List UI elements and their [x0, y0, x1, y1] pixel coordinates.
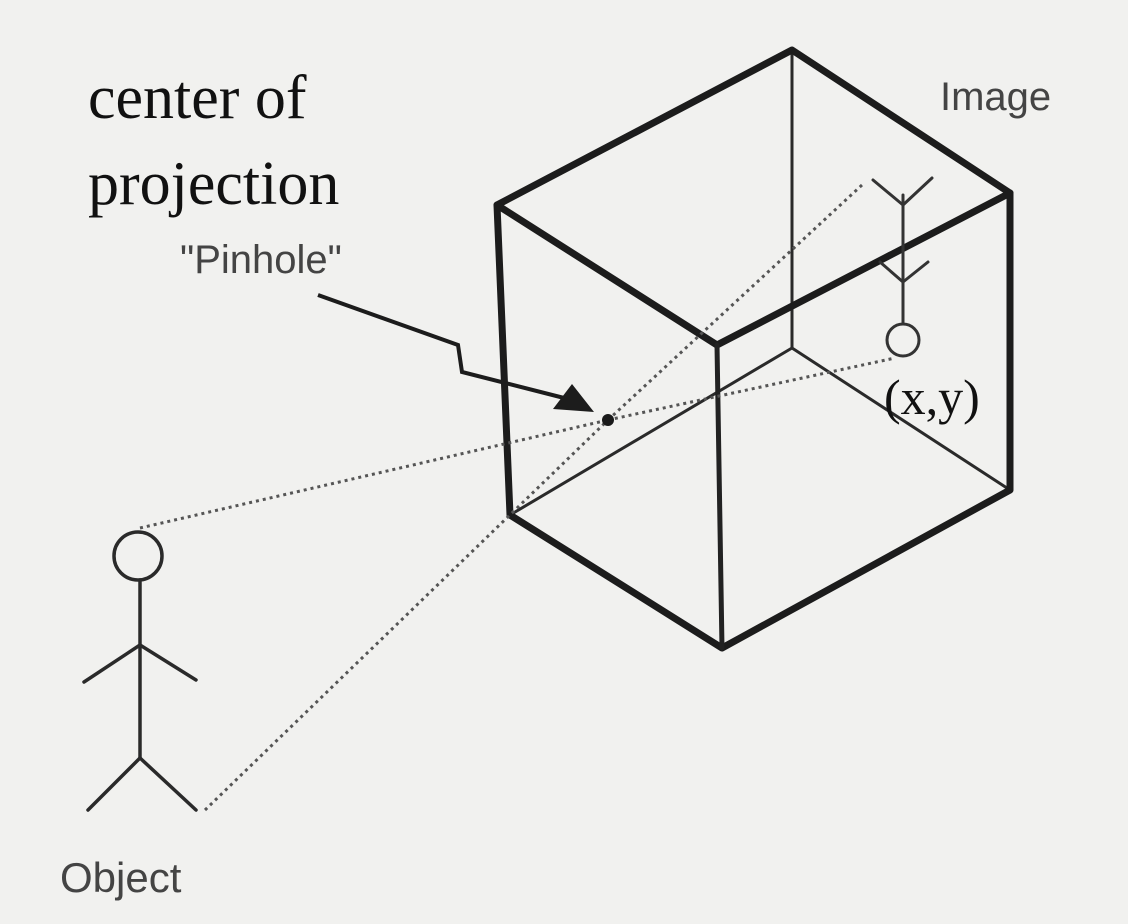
pinhole-arrow	[317, 293, 594, 412]
center-of-projection-label-line1: center of	[88, 64, 307, 132]
ray-head-to-pinhole	[139, 418, 609, 530]
image-figure-left-leg	[871, 178, 905, 207]
pinhole-arrow-shaft	[317, 293, 573, 402]
box-top-front-left-edge	[493, 201, 721, 349]
image-stick-figure	[871, 176, 934, 358]
camera-box	[493, 46, 1014, 652]
pinhole-label: "Pinhole"	[180, 238, 342, 282]
image-figure-right-leg	[901, 176, 934, 207]
box-outline	[493, 46, 1014, 652]
box-back-bottom-left-edge	[508, 346, 794, 517]
object-head	[112, 530, 164, 582]
image-figure-head	[885, 322, 921, 358]
image-label: Image	[940, 75, 1051, 119]
object-left-arm	[82, 643, 142, 684]
ray-feet-to-pinhole	[203, 418, 610, 812]
box-top-front-right-edge	[713, 189, 1014, 349]
object-left-leg	[86, 756, 142, 812]
ray-pinhole-to-image-head	[607, 356, 896, 422]
object-label: Object	[60, 854, 182, 901]
image-point-label: (x,y)	[884, 369, 980, 425]
pinhole-point	[602, 414, 614, 426]
image-figure-right-arm	[901, 260, 930, 284]
pinhole-arrowhead-icon	[553, 384, 594, 412]
ray-pinhole-to-image-feet	[606, 183, 864, 422]
center-of-projection-label-line2: projection	[88, 150, 339, 218]
projection-rays	[139, 183, 896, 812]
object-right-arm	[138, 643, 198, 682]
object-stick-figure	[82, 530, 198, 812]
image-figure-left-arm	[878, 260, 905, 284]
object-right-leg	[138, 756, 198, 812]
